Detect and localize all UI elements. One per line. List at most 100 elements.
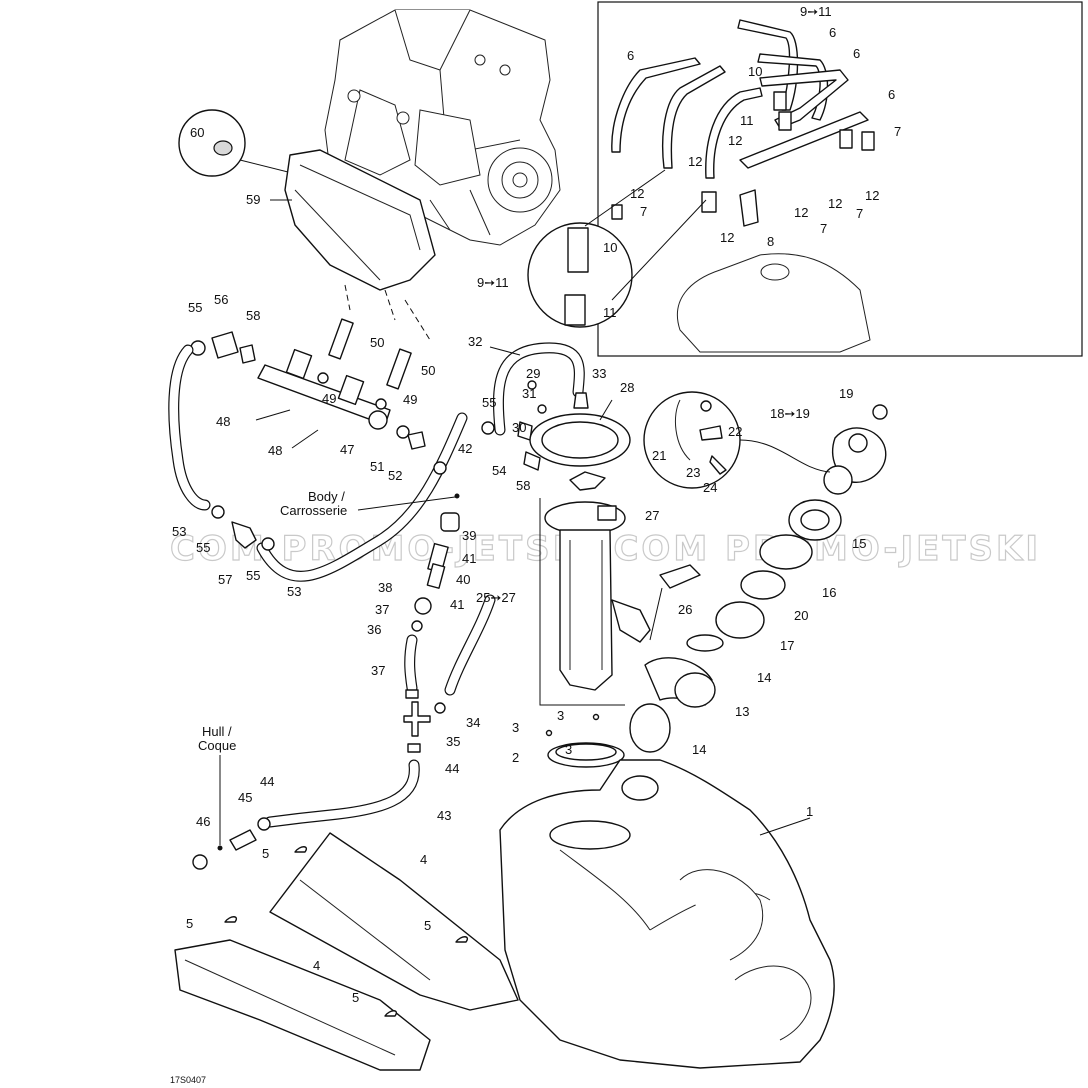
callout-6-a: 6 [627,48,634,63]
callout-50-a: 50 [370,335,384,350]
callout-6-c: 6 [853,46,860,61]
body-label-group: Body / Carrosserie [280,489,460,518]
callout-49-a: 49 [322,391,336,406]
callout-29: 29 [526,366,540,381]
callout-20: 20 [794,608,808,623]
callout-53-b: 53 [287,584,301,599]
callout-3-b: 3 [557,708,564,723]
callout-53-a: 53 [172,524,186,539]
part-59-duct: 59 [246,149,436,341]
callout-44-a: 44 [445,761,459,776]
callout-26: 26 [678,602,692,617]
callout-17: 17 [780,638,794,653]
callout-27: 27 [645,508,659,523]
callout-40: 40 [456,572,470,587]
callout-34: 34 [466,715,480,730]
callout-28: 28 [620,380,634,395]
callout-3-a: 3 [512,720,519,735]
callout-22: 22 [728,424,742,439]
callout-59: 59 [246,192,260,207]
callout-8: 8 [767,234,774,249]
callout-7-c: 7 [820,221,827,236]
callout-21: 21 [652,448,666,463]
callout-4-b: 4 [313,958,320,973]
fuel-pump-module: 28 27 26 [529,380,701,706]
vent-line-parts: 39 41 40 41 38 37 36 37 34 35 44 43 42 2… [264,441,516,828]
hull-label-line2: Coque [198,738,236,753]
callout-49-b: 49 [403,392,417,407]
callout-6-d: 6 [888,87,895,102]
callout-45: 45 [238,790,252,805]
retaining-ring-parts: 2 3 3 3 [512,708,625,768]
callout-42: 42 [458,441,472,456]
callout-5-c: 5 [424,918,431,933]
callout-23: 23 [686,465,700,480]
callout-46: 46 [196,814,210,829]
callout-14-a: 14 [692,742,706,757]
callout-1: 1 [806,804,813,819]
callout-38: 38 [378,580,392,595]
callout-5-a: 5 [262,846,269,861]
callout-4-a: 4 [420,852,427,867]
callout-55-c: 55 [246,568,260,583]
callout-6-b: 6 [829,25,836,40]
callout-60: 60 [190,125,204,140]
callout-10-a: 10 [748,64,762,79]
callout-43: 43 [437,808,451,823]
callout-7-d: 7 [640,204,647,219]
tank-support-parts: 5 5 5 5 4 4 [174,832,519,1071]
callout-12-a: 12 [728,133,742,148]
callout-16: 16 [822,585,836,600]
callout-48-a: 48 [216,414,230,429]
callout-5-d: 5 [352,990,359,1005]
callout-35: 35 [446,734,460,749]
callout-7-a: 7 [894,124,901,139]
callout-11-a: 11 [740,113,754,128]
callout-12-b: 12 [688,154,702,169]
callout-57: 57 [218,572,232,587]
callout-55-b: 55 [196,540,210,555]
callout-12-c: 12 [630,186,644,201]
callout-11-b: 11 [603,305,617,320]
callout-30: 30 [512,420,526,435]
fuel-cap-group: 19 18➙19 22 21 23 24 [643,386,888,495]
callout-9-11-b: 9➙11 [477,275,509,290]
callout-44-b: 44 [260,774,274,789]
callout-58-b: 58 [516,478,530,493]
part-1-fuel-tank: 1 [499,759,835,1069]
hull-label-line1: Hull / [202,724,232,739]
part-60-detail: 60 [178,109,321,181]
callout-37-a: 37 [375,602,389,617]
callout-50-b: 50 [421,363,435,378]
callout-56: 56 [214,292,228,307]
strap-detail-inset: 6 6 6 6 9➙11 9➙11 10 10 11 11 12 12 12 1… [477,1,1083,357]
callout-54: 54 [492,463,506,478]
callout-19: 19 [839,386,853,401]
callout-55-a: 55 [188,300,202,315]
callout-36: 36 [367,622,381,637]
callout-58-a: 58 [246,308,260,323]
callout-41-b: 41 [450,597,464,612]
callout-3-c: 3 [565,742,572,757]
callout-12-e: 12 [794,205,808,220]
body-label-line1: Body / [308,489,345,504]
callout-10-b: 10 [603,240,617,255]
filler-neck-parts: 13 14 14 17 20 16 15 [629,499,866,757]
fuel-rail-assembly: 48 48 47 49 49 50 50 51 52 55 56 58 [188,292,435,483]
callout-2: 2 [512,750,519,765]
callout-55-d: 55 [482,395,496,410]
callout-15: 15 [852,536,866,551]
callout-7-b: 7 [856,206,863,221]
callout-14-b: 14 [757,670,771,685]
body-label-line2: Carrosserie [280,503,347,518]
callout-51: 51 [370,459,384,474]
callout-52: 52 [388,468,402,483]
callout-13: 13 [735,704,749,719]
callout-24: 24 [703,480,717,495]
callout-18-19: 18➙19 [770,406,810,421]
callout-33: 33 [592,366,606,381]
hull-fitting-group: Hull / Coque 44 45 46 [192,724,274,870]
callout-37-b: 37 [371,663,385,678]
